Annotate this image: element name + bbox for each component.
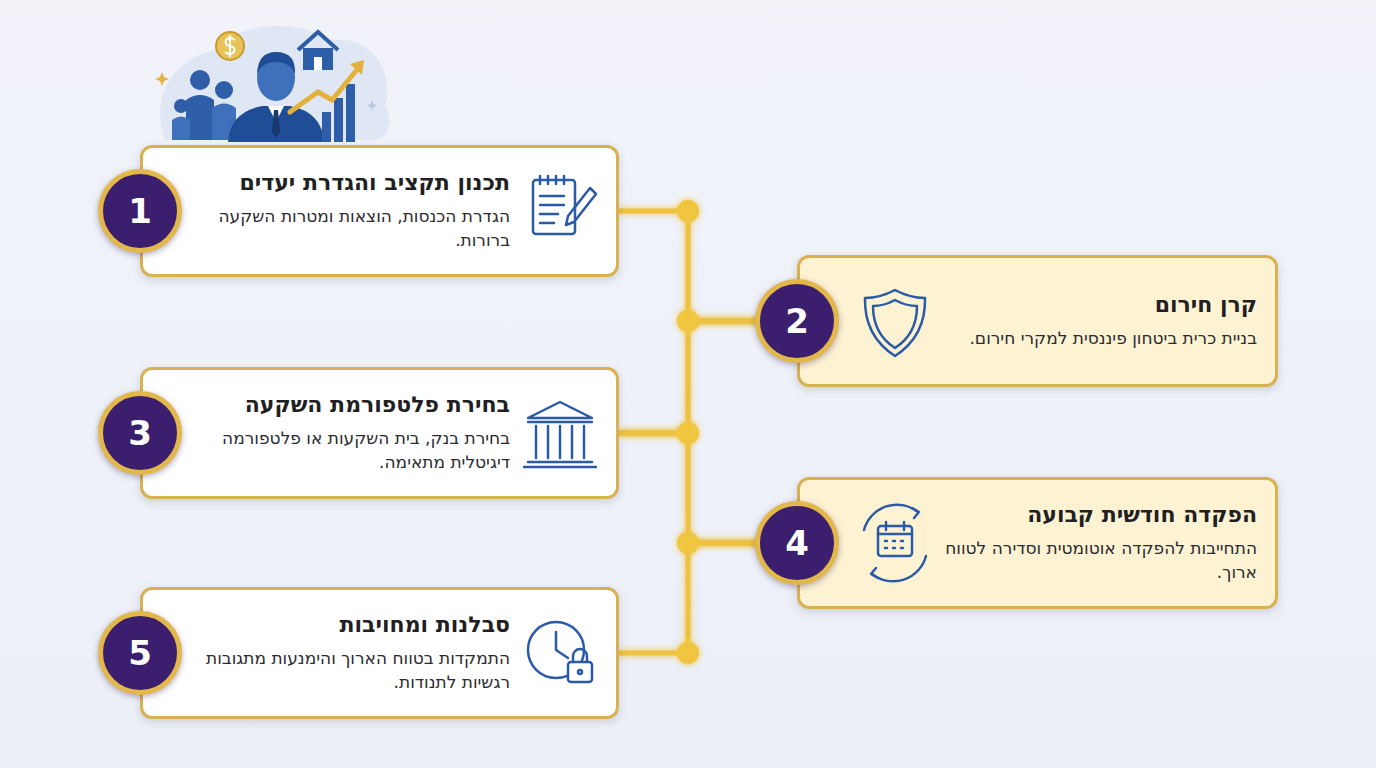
step-text: תכנון תקציב והגדרת יעדים הגדרת הכנסות, הו…: [200, 169, 510, 253]
step-title: תכנון תקציב והגדרת יעדים: [200, 169, 510, 198]
step-number: 1: [128, 191, 152, 231]
step-box: סבלנות ומחויבות התמקדות בטווח הארוך והימנ…: [140, 587, 619, 719]
step-box: בחירת פלטפורמת השקעה בחירת בנק, בית השקעו…: [140, 367, 619, 499]
step-number-circle: 5: [98, 611, 182, 695]
growth-arrow: [290, 66, 360, 112]
timeline-dot: [677, 422, 699, 444]
step-text: קרן חירום בניית כרית ביטחון פיננסית למקרי…: [939, 291, 1257, 350]
coin: [216, 32, 244, 60]
step-number-circle: 1: [98, 169, 182, 253]
timeline-dot: [677, 642, 699, 664]
timeline-dot: [677, 310, 699, 332]
step-text: סבלנות ומחויבות התמקדות בטווח הארוך והימנ…: [200, 611, 510, 695]
step-title: בחירת פלטפורמת השקעה: [200, 391, 510, 420]
step-number-circle: 3: [98, 391, 182, 475]
step-title: קרן חירום: [939, 291, 1257, 320]
house: [298, 32, 338, 70]
step-box: הפקדה חודשית קבועה התחייבות להפקדה אוטומט…: [797, 477, 1278, 609]
step-description: התמקדות בטווח הארוך והימנעות מתגובות רגש…: [200, 646, 510, 695]
step-text: הפקדה חודשית קבועה התחייבות להפקדה אוטומט…: [939, 501, 1257, 585]
growth-arrowhead: [350, 60, 364, 75]
step-number-circle: 2: [755, 279, 839, 363]
timeline-dot: [677, 532, 699, 554]
family-figures: [172, 70, 236, 140]
step-number: 2: [785, 301, 809, 341]
step-description: הגדרת הכנסות, הוצאות ומטרות השקעה ברורות…: [200, 204, 510, 253]
step-number-circle: 4: [755, 501, 839, 585]
sparkles: [155, 72, 378, 111]
step-text: בחירת פלטפורמת השקעה בחירת בנק, בית השקעו…: [200, 391, 510, 475]
step-description: התחייבות להפקדה אוטומטית וסדירה לטווח אר…: [939, 536, 1257, 585]
step-description: בחירת בנק, בית השקעות או פלטפורמה דיגיטל…: [200, 426, 510, 475]
step-box: קרן חירום בניית כרית ביטחון פיננסית למקרי…: [797, 255, 1278, 387]
timeline-dot: [677, 200, 699, 222]
step-title: סבלנות ומחויבות: [200, 611, 510, 640]
step-box: תכנון תקציב והגדרת יעדים הגדרת הכנסות, הו…: [140, 145, 619, 277]
step-description: בניית כרית ביטחון פיננסית למקרי חירום.: [939, 326, 1257, 351]
step-number: 4: [785, 523, 809, 563]
step-title: הפקדה חודשית קבועה: [939, 501, 1257, 530]
step-number: 3: [128, 413, 152, 453]
step-number: 5: [128, 633, 152, 673]
